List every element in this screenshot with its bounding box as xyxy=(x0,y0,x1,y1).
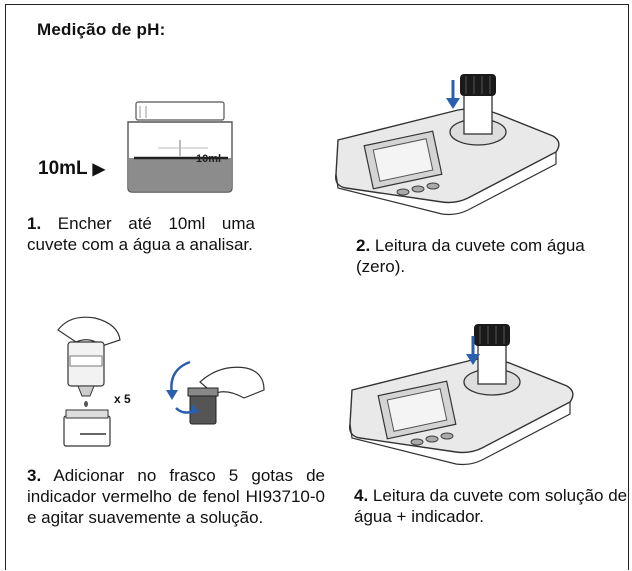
meter-illustration-2 xyxy=(332,320,592,470)
page-title: Medição de pH: xyxy=(37,20,166,39)
step-3-number: 3. xyxy=(27,466,42,485)
curved-arrows-icon xyxy=(162,356,202,416)
step-4-caption: 4. Leitura da cuvete com solução de água… xyxy=(354,485,632,527)
step-2-number: 2. xyxy=(356,236,371,255)
step-3-text: Adicionar no frasco 5 gotas de indicador… xyxy=(27,466,325,527)
step-1-text: Encher até 10ml uma cuvete com a água a … xyxy=(27,214,255,254)
meter-illustration-1 xyxy=(318,70,578,220)
step-2-caption: 2. Leitura da cuvete com água (zero). xyxy=(356,235,596,277)
step-2-text: Leitura da cuvete com água (zero). xyxy=(356,236,585,276)
step-1-caption: 1. Encher até 10ml uma cuvete com a água… xyxy=(27,213,255,255)
step-4-number: 4. xyxy=(354,486,369,505)
step-3-caption: 3. Adicionar no frasco 5 gotas de indica… xyxy=(27,465,325,528)
graduation-label: 10ml xyxy=(196,153,222,165)
fill-level-text: 10mL xyxy=(38,158,88,179)
step-1-number: 1. xyxy=(27,214,42,233)
down-arrow-icon xyxy=(446,80,460,110)
cuvette-illustration xyxy=(118,100,248,195)
down-arrow-icon xyxy=(466,336,480,366)
fill-level-label: 10mL ▶ xyxy=(38,158,105,180)
shake-illustration xyxy=(160,354,270,444)
right-triangle-arrow-icon: ▶ xyxy=(92,161,105,178)
drop-count: x 5 xyxy=(114,392,131,406)
step-4-text: Leitura da cuvete com solução de água + … xyxy=(354,486,628,526)
dropper-illustration xyxy=(40,312,130,452)
page-frame xyxy=(5,4,629,570)
